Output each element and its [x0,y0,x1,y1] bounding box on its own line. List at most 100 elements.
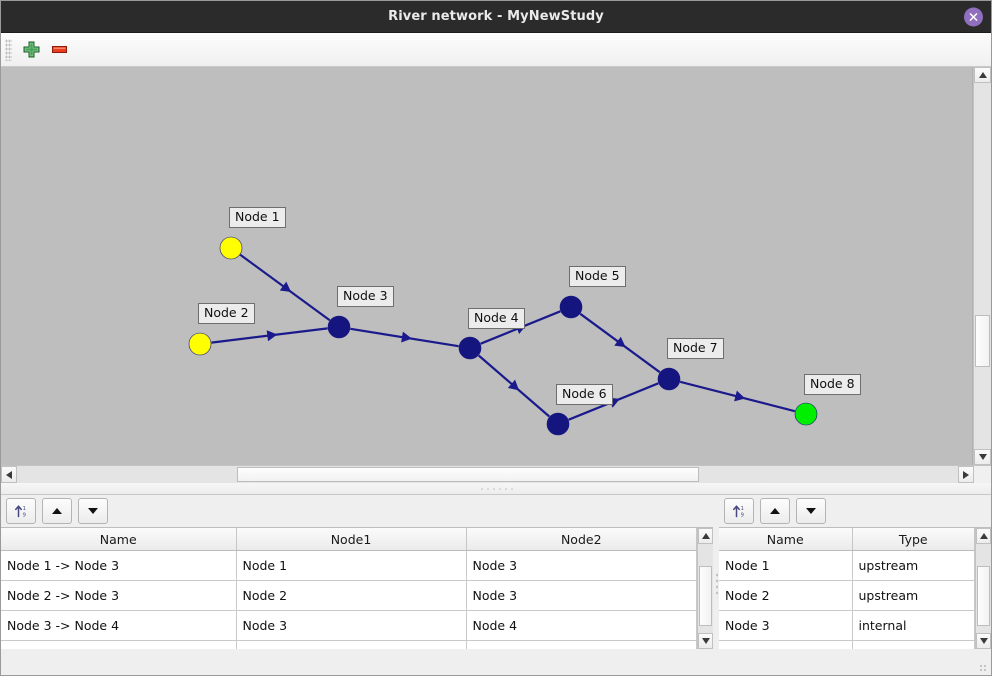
nodes-cell[interactable]: internal [852,610,975,641]
nodes-column-header[interactable]: Name [719,528,853,551]
canvas-vscroll-thumb[interactable] [975,315,990,367]
graph-edge-arrow-icon [614,336,626,348]
graph-node-label[interactable]: Node 3 [337,286,394,307]
triangle-up-icon [52,508,62,514]
bottom-panes: 1 9 [1,495,991,675]
graph-node[interactable] [794,402,818,426]
reaches-scroll-down-button[interactable] [698,633,713,649]
nodes-cell[interactable]: upstream [852,580,975,611]
reaches-scroll-up-button[interactable] [698,528,713,544]
horizontal-splitter[interactable] [1,483,991,495]
vsplitter-grip-icon [714,572,718,598]
graph-node-label[interactable]: Node 7 [667,338,724,359]
reaches-cell[interactable]: Node 3 [236,610,467,641]
nodes-cell[interactable]: Node 4 [719,640,853,649]
reaches-move-down-button[interactable] [78,498,108,524]
graph-node-label[interactable]: Node 5 [569,266,626,287]
nodes-toolbar: 1 9 [719,495,991,527]
network-graph-canvas[interactable]: Node 1 Node 2 Node 3 Node 4 Node 5 Node 6 Node… [1,67,973,465]
remove-node-button[interactable] [45,36,73,64]
reaches-column-header[interactable]: Name [1,528,237,551]
reaches-vertical-scrollbar[interactable] [697,528,713,649]
nodes-column-header[interactable]: Type [852,528,975,551]
reaches-cell[interactable]: Node 1 [236,550,467,581]
nodes-move-down-button[interactable] [796,498,826,524]
reaches-cell[interactable]: Node 1 -> Node 3 [1,550,237,581]
nodes-cell[interactable]: internal [852,640,975,649]
reaches-cell[interactable]: Node 3 -> Node 4 [1,610,237,641]
nodes-cell[interactable]: Node 1 [719,550,853,581]
vertical-splitter[interactable] [713,495,719,675]
toolbar-drag-handle[interactable] [5,38,12,61]
nodes-scroll-up-button[interactable] [976,528,991,544]
nodes-cell[interactable]: upstream [852,550,975,581]
reaches-cell[interactable]: Node 4 [236,640,467,649]
reaches-column-header[interactable]: Node2 [466,528,697,551]
graph-node[interactable] [458,336,482,360]
graph-node-label[interactable]: Node 4 [468,308,525,329]
nodes-cell[interactable]: Node 2 [719,580,853,611]
canvas-scroll-down-button[interactable] [974,449,991,465]
window-resize-grip[interactable] [979,664,988,673]
reaches-cell[interactable]: Node 4 -> Node 5 [1,640,237,649]
reaches-move-up-button[interactable] [42,498,72,524]
nodes-vscroll-track[interactable] [976,544,991,633]
nodes-sort-button[interactable]: 1 9 [724,498,754,524]
graph-node-label[interactable]: Node 2 [198,303,255,324]
graph-node[interactable] [657,367,681,391]
nodes-vscroll-thumb[interactable] [977,566,990,626]
reaches-cell[interactable]: Node 2 -> Node 3 [1,580,237,611]
svg-text:1: 1 [23,506,26,512]
canvas-hscroll-thumb[interactable] [237,467,699,482]
reaches-cell[interactable]: Node 3 [466,550,697,581]
reaches-cell[interactable]: Node 3 [466,580,697,611]
close-icon [969,12,978,21]
triangle-down-icon [978,454,987,460]
add-node-button[interactable] [17,36,45,64]
close-button[interactable] [964,7,983,26]
graph-node[interactable] [188,332,212,356]
nodes-move-up-button[interactable] [760,498,790,524]
canvas-scroll-right-button[interactable] [958,466,974,483]
reaches-vscroll-track[interactable] [698,544,713,633]
canvas-vscroll-track[interactable] [974,83,991,449]
reaches-cell[interactable]: Node 5 [466,640,697,649]
triangle-down-icon [979,638,988,644]
canvas-hscroll-track[interactable] [17,466,958,483]
canvas-scroll-left-button[interactable] [1,466,17,483]
graph-node[interactable] [219,236,243,260]
canvas-horizontal-scrollbar[interactable] [1,465,991,483]
reaches-toolbar: 1 9 [1,495,713,527]
canvas-vertical-scrollbar[interactable] [973,67,991,465]
nodes-scroll-down-button[interactable] [976,633,991,649]
nodes-cell[interactable]: Node 3 [719,610,853,641]
canvas-scroll-up-button[interactable] [974,67,991,83]
reaches-column-header[interactable]: Node1 [236,528,467,551]
graph-node-label[interactable]: Node 8 [804,374,861,395]
graph-node[interactable] [327,315,351,339]
graph-node[interactable] [546,412,570,436]
nodes-vertical-scrollbar[interactable] [975,528,991,649]
reaches-vscroll-thumb[interactable] [699,566,712,626]
table-row[interactable]: Node 4internal [719,640,975,649]
graph-node-label[interactable]: Node 1 [229,207,286,228]
graph-node-label[interactable]: Node 6 [556,384,613,405]
reaches-cell[interactable]: Node 4 [466,610,697,641]
triangle-up-icon [770,508,780,514]
reaches-sort-button[interactable]: 1 9 [6,498,36,524]
reaches-cell[interactable]: Node 2 [236,580,467,611]
graph-node[interactable] [559,295,583,319]
